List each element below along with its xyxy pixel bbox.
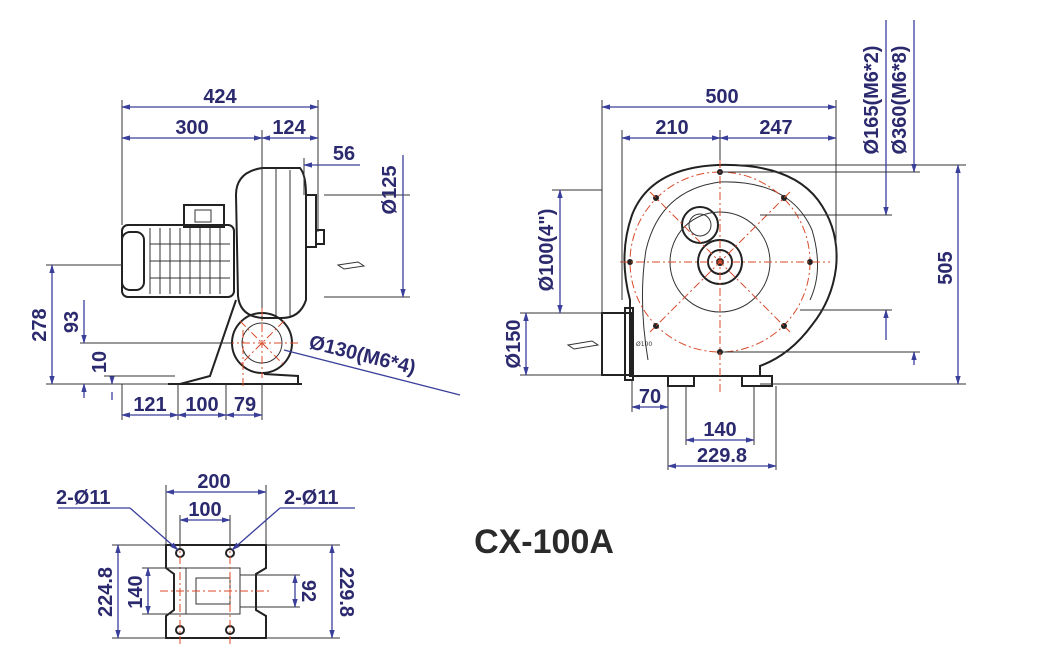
- dim-front-overall-height: 505: [935, 251, 957, 284]
- side-view: 424 300 124 56 Ø125 278 93 10: [29, 86, 461, 420]
- dim-bolt-circle-small: Ø165(M6*2): [861, 46, 883, 155]
- dim-base-outer: 229.8: [697, 445, 747, 467]
- dim-inlet-center-height: 93: [61, 311, 83, 333]
- dim-base-inner-depth-left: 140: [125, 575, 147, 608]
- mark-dia100: Ø100: [636, 341, 652, 348]
- front-view: Ø100 500 210 247: [503, 20, 966, 470]
- dim-overall-length: 424: [203, 86, 237, 108]
- motor-fins: [149, 228, 230, 294]
- dim-base-1: 121: [133, 394, 166, 416]
- base-stand: [179, 299, 299, 385]
- dim-bolt-circle-large: Ø360(M6*8): [889, 46, 911, 155]
- label-hole-right: 2-Ø11: [284, 487, 338, 509]
- dim-base-outer-depth-left: 224.8: [95, 567, 117, 617]
- volute-housing: [623, 163, 838, 377]
- inlet-port: [681, 206, 719, 244]
- dim-overall-height: 278: [29, 308, 51, 341]
- dim-base-2: 100: [185, 394, 218, 416]
- dim-inlet-diameter: Ø100(4"): [536, 209, 558, 292]
- terminal-box: [183, 204, 225, 228]
- dim-housing-length: 124: [272, 117, 306, 139]
- dim-outlet-height: Ø150: [503, 320, 525, 369]
- outlet-flange: [305, 194, 317, 248]
- dim-base-inner-width: 100: [188, 499, 221, 521]
- dim-front-overall-width: 500: [705, 86, 738, 108]
- outlet-duct: [601, 312, 633, 376]
- dim-outlet-diameter: Ø125: [379, 166, 401, 215]
- label-hole-left: 2-Ø11: [56, 487, 110, 509]
- dim-motor-length: 300: [175, 117, 208, 139]
- base-view: 200 100 2-Ø11 2-Ø11 224.8 140 92 229.8: [56, 471, 357, 644]
- foot-left: [667, 375, 695, 387]
- motor-end-cap: [121, 231, 145, 291]
- dim-base-outer-depth-right: 229.8: [335, 567, 357, 617]
- foot-right: [741, 375, 773, 387]
- dim-base-outer-width: 200: [197, 471, 230, 493]
- dim-front-left-width: 210: [655, 117, 688, 139]
- dim-base-height: 10: [89, 351, 111, 373]
- dim-base-3: 79: [234, 394, 256, 416]
- dim-base-inner: 140: [703, 419, 736, 441]
- dim-base-inner-depth-right: 92: [297, 580, 319, 602]
- blower-housing: [234, 167, 307, 319]
- dim-front-right-width: 247: [759, 117, 792, 139]
- model-title: CX-100A: [474, 523, 614, 561]
- dim-outlet-offset: 70: [639, 386, 661, 408]
- dim-inlet-flange: Ø130(M6*4): [307, 332, 418, 380]
- dim-flange-offset: 56: [333, 143, 355, 165]
